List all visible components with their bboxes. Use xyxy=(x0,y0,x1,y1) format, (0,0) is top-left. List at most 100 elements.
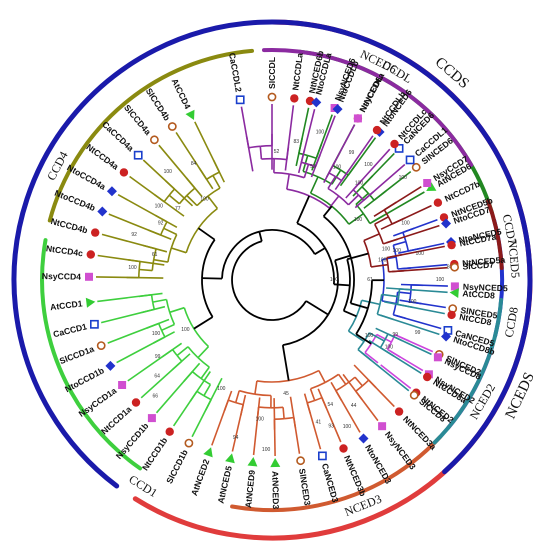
branch-arc xyxy=(289,173,305,179)
bootstrap-value: 92 xyxy=(158,220,164,226)
leaf-marker-ntoccd7 xyxy=(441,218,452,229)
branch-tip xyxy=(323,124,356,183)
branch-arc xyxy=(310,381,326,390)
branch-stem xyxy=(168,194,180,205)
branch-stem xyxy=(197,227,216,241)
bootstrap-value: 100 xyxy=(256,417,265,423)
branch-tip xyxy=(108,213,172,241)
branch-stem xyxy=(153,258,169,263)
branch-stem xyxy=(327,176,337,189)
branch-tip xyxy=(334,135,374,191)
leaf-marker-atnced2 xyxy=(203,447,213,458)
branch-stem xyxy=(282,407,285,419)
branch-stem xyxy=(348,212,364,225)
leaf-label-atccd1: AtCCD1 xyxy=(50,298,84,312)
bootstrap-value: 100 xyxy=(217,386,226,392)
branch-tip xyxy=(389,245,445,258)
branch-arc xyxy=(361,379,370,387)
branch-tip xyxy=(368,339,422,374)
branch-arc xyxy=(159,227,165,236)
bootstrap-value: 100 xyxy=(401,220,410,226)
bootstrap-value: 83 xyxy=(294,139,300,145)
branch-tip xyxy=(107,318,170,344)
branch-tip xyxy=(393,219,438,237)
branch-tip xyxy=(289,396,301,454)
leaf-marker-caccd1 xyxy=(90,319,99,329)
branch-arc xyxy=(314,396,323,402)
branch-stem xyxy=(259,146,263,160)
branch-stem xyxy=(254,380,258,395)
leaf-marker-ntccdlb xyxy=(372,125,382,135)
branch-arc xyxy=(386,341,393,350)
branch-arc xyxy=(196,390,205,397)
branch-arc xyxy=(231,240,263,305)
branch-stem xyxy=(207,195,219,209)
bootstrap-value: 100 xyxy=(399,175,408,181)
leaf-label-nsynced5: NsyNCED5 xyxy=(463,282,508,294)
branch-arc xyxy=(370,334,378,345)
branch-arc xyxy=(193,328,210,348)
branch-stem xyxy=(212,175,221,189)
branch-arc xyxy=(378,233,384,245)
leaf-label-canced3: CaNCED3 xyxy=(320,462,341,504)
branch-tip xyxy=(373,186,422,217)
branch-stem xyxy=(152,298,167,303)
leaf-marker-slccd1b xyxy=(184,438,194,448)
branch-arc xyxy=(168,312,176,325)
leaf-marker-ntccdlc xyxy=(390,139,399,149)
branch-arc xyxy=(395,256,399,270)
branch-arc xyxy=(157,323,163,331)
branch-tip xyxy=(240,106,254,172)
bootstrap-value: 100 xyxy=(262,447,271,453)
branch-stem xyxy=(355,333,372,345)
branch-arc xyxy=(397,288,401,297)
branch-arc xyxy=(355,385,363,392)
leaf-label-slnced3: SlNCED3 xyxy=(297,468,313,507)
leaf-label-ntccdla: NtCCDLa xyxy=(290,52,305,91)
branch-arc xyxy=(167,247,173,263)
branch-arc xyxy=(160,329,166,338)
group-label-ccds: CCDS xyxy=(432,54,472,92)
branch-tip xyxy=(140,353,191,399)
branch-tip xyxy=(372,191,425,223)
leaf-marker-caccdl2 xyxy=(235,95,245,105)
branch-stem xyxy=(343,309,357,318)
branch-arc xyxy=(197,207,218,229)
branch-arc xyxy=(138,261,141,270)
branch-tip xyxy=(330,381,361,433)
branch-arc xyxy=(367,253,372,268)
leaf-marker-ntoccdlb xyxy=(332,104,343,115)
arc-nced3 xyxy=(230,434,443,512)
branch-arc xyxy=(270,406,284,409)
branch-tip xyxy=(101,305,166,324)
leaf-marker-ntccd4b xyxy=(91,228,100,237)
leaf-label-ntnced3b: NtNCED3b xyxy=(342,454,368,498)
branch-tip xyxy=(101,233,168,253)
branch-arc xyxy=(150,294,154,303)
branch-stem xyxy=(361,299,381,306)
branch-stem xyxy=(309,176,319,194)
bootstrap-value: 64 xyxy=(154,373,160,379)
branch-arc xyxy=(324,373,340,384)
leaf-marker-slccd4b xyxy=(167,122,177,131)
branch-arc xyxy=(379,340,386,349)
leaf-marker-atccd8 xyxy=(449,288,459,298)
leaf-label-caccd1: CaCCD1 xyxy=(52,321,88,339)
branch-tip xyxy=(398,242,445,254)
branch-tip xyxy=(353,364,395,408)
branch-arc xyxy=(355,203,365,215)
branch-tip xyxy=(391,266,448,273)
branch-tip xyxy=(400,263,448,270)
bootstrap-value: 100 xyxy=(365,333,374,339)
branch-arc xyxy=(201,239,216,279)
leaf-marker-nsynced3 xyxy=(378,422,387,431)
leaf-label-ntccd1a: NtCCD1a xyxy=(99,404,134,437)
bootstrap-value: 100 xyxy=(355,180,364,186)
bootstrap-value: 100 xyxy=(128,265,137,271)
leaf-marker-slccd7 xyxy=(450,262,459,272)
branch-arc xyxy=(206,174,214,180)
leaf-marker-slccd4a xyxy=(149,135,159,145)
leaf-label-atnced2: AtNCED2 xyxy=(189,458,212,498)
branch-arc xyxy=(187,346,199,359)
